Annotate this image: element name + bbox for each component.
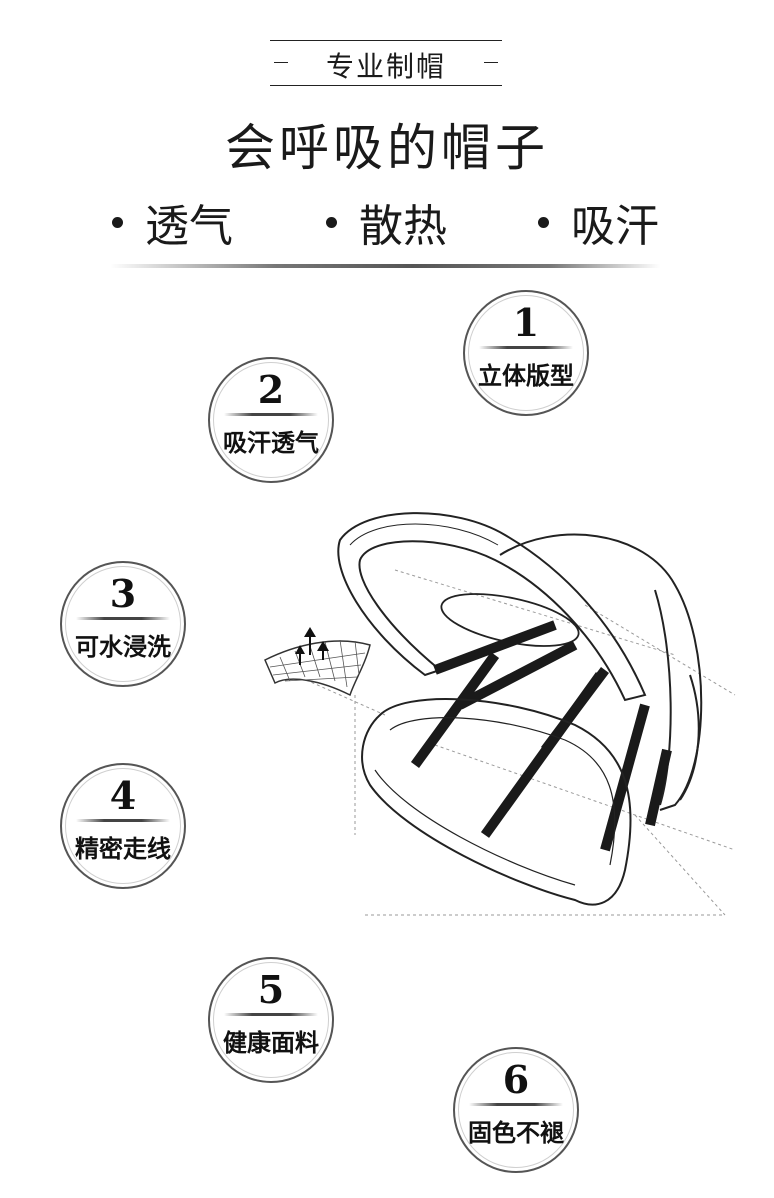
badge-bar <box>469 1103 563 1106</box>
badge-bar <box>76 617 170 620</box>
badge-5: 5 健康面料 <box>208 957 334 1083</box>
badge-bar <box>479 346 573 349</box>
page-title: 会呼吸的帽子 <box>225 119 549 177</box>
divider <box>110 264 660 268</box>
feature-heat-dissipation: 散热 <box>326 190 447 254</box>
feature-label: 吸汗 <box>571 201 659 252</box>
badge-6: 6 固色不褪 <box>453 1047 579 1173</box>
header-dash-right <box>484 62 498 63</box>
header-label: 专业制帽 <box>325 50 446 83</box>
badge-number: 3 <box>109 571 137 616</box>
badge-text: 健康面料 <box>223 1029 319 1057</box>
badge-number: 6 <box>502 1057 530 1102</box>
badge-number: 4 <box>109 773 137 818</box>
badge-text: 吸汗透气 <box>223 429 319 457</box>
cap-tapes <box>410 620 672 852</box>
feature-label: 散热 <box>359 201 447 252</box>
cap-visor <box>337 512 647 702</box>
header-box: 专业制帽 <box>270 40 502 86</box>
badge-text: 固色不褪 <box>468 1119 564 1147</box>
badge-number: 5 <box>257 967 285 1012</box>
cap-sweatband <box>361 698 632 906</box>
breathable-mesh-fabric-icon <box>264 627 371 697</box>
baseball-cap-exploded-sketch-icon <box>264 512 736 916</box>
bullet-dot-icon <box>326 216 337 228</box>
feature-sweat-absorbing: 吸汗 <box>538 190 659 254</box>
feature-list: 透气 散热 吸汗 <box>0 190 774 252</box>
cap-crown <box>499 533 703 811</box>
feature-label: 透气 <box>145 201 233 252</box>
badge-number: 2 <box>257 367 285 412</box>
bullet-dot-icon <box>112 216 123 228</box>
badge-bar <box>76 819 170 822</box>
header-dash-left <box>274 62 288 63</box>
feature-breathable: 透气 <box>112 190 233 254</box>
badge-2: 2 吸汗透气 <box>208 357 334 483</box>
badge-text: 精密走线 <box>75 835 171 863</box>
badge-text: 可水浸洗 <box>75 633 171 661</box>
badge-bar <box>224 1013 318 1016</box>
badge-1: 1 立体版型 <box>463 290 589 416</box>
badge-number: 1 <box>512 300 540 345</box>
badge-4: 4 精密走线 <box>60 763 186 889</box>
bullet-dot-icon <box>538 216 549 228</box>
badge-bar <box>224 413 318 416</box>
guide-lines <box>294 569 736 916</box>
badge-text: 立体版型 <box>478 362 574 390</box>
badge-3: 3 可水浸洗 <box>60 561 186 687</box>
